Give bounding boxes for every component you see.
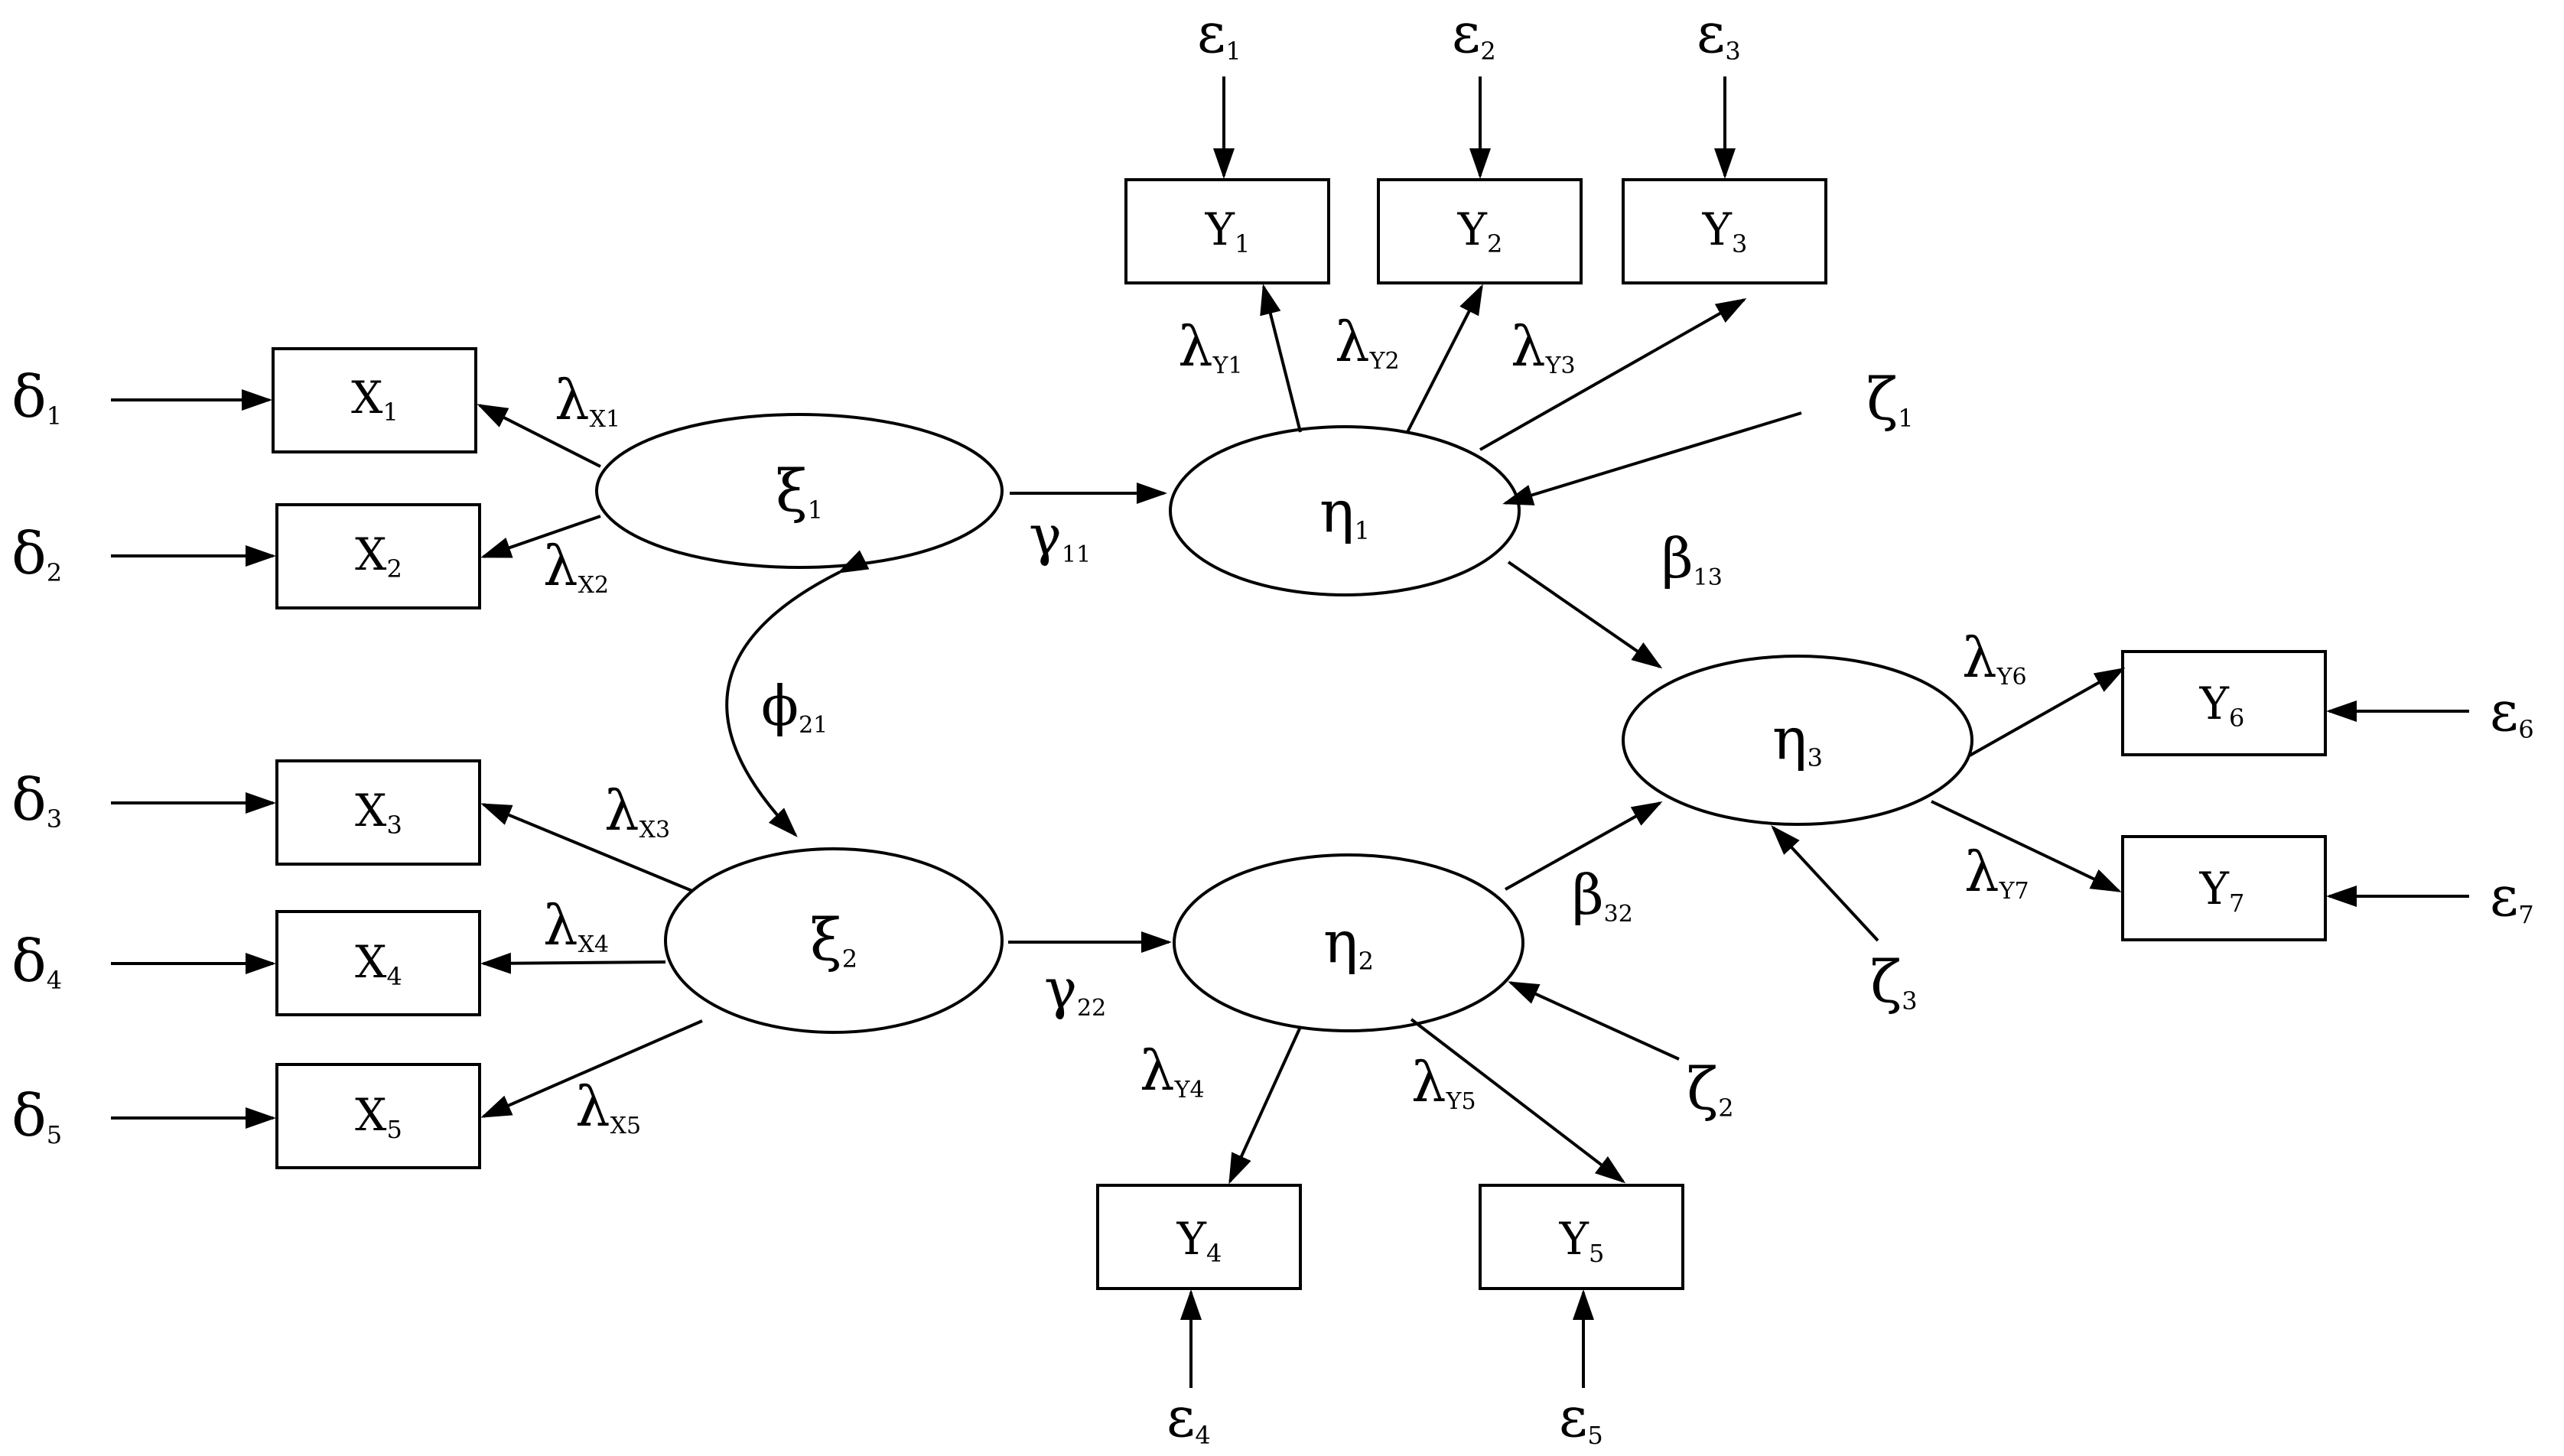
b32-arrow (1505, 801, 1663, 891)
ly5-arrow (1410, 1018, 1626, 1184)
ly4-arrow (1228, 1026, 1302, 1185)
delta1-label: δ1 (11, 362, 62, 431)
eps7-label: ε7 (2490, 864, 2534, 929)
ly6-label: λY6 (1962, 626, 2027, 691)
ly2-arrow (1406, 284, 1483, 433)
ly6-arrow (1969, 668, 2126, 757)
eps5-label: ε5 (1559, 1385, 1603, 1450)
lx3-arrow (480, 803, 693, 892)
lx5-arrow (480, 1019, 703, 1118)
eta1-ellipse (1169, 425, 1521, 596)
x1-box (272, 347, 477, 453)
y5-label: Y5 (1559, 1213, 1605, 1268)
y6-box (2121, 650, 2327, 756)
eta3-label: η3 (1772, 704, 1823, 772)
ly7-arrow (1931, 800, 2122, 892)
zeta1-arrow (1502, 411, 1802, 505)
b13-arrow (1507, 561, 1663, 669)
delta5-label: δ5 (11, 1081, 62, 1149)
y4-box (1096, 1184, 1302, 1290)
y7-label: Y7 (2199, 863, 2245, 918)
lx3-label: λX3 (604, 778, 670, 843)
y5-box (1479, 1184, 1684, 1290)
eta2-label: η2 (1323, 908, 1374, 976)
y2-label: Y2 (1457, 203, 1503, 258)
ly2-label: λY2 (1335, 310, 1400, 375)
g22-label: γ22 (1044, 957, 1106, 1022)
y4-label: Y4 (1176, 1213, 1222, 1268)
eps4-label: ε4 (1166, 1385, 1211, 1450)
x3-box (275, 759, 481, 866)
xi2-label: ξ2 (810, 905, 857, 973)
lx1-arrow (477, 404, 601, 468)
zeta2-arrow (1508, 981, 1680, 1061)
ly1-arrow (1260, 284, 1302, 433)
y3-label: Y3 (1702, 203, 1748, 258)
eps6-label: ε6 (2490, 679, 2534, 744)
y2-box (1377, 178, 1583, 284)
b13-label: β13 (1661, 526, 1723, 591)
b32-label: β32 (1572, 863, 1633, 928)
x4-box (275, 910, 481, 1016)
eps2-label: ε2 (1452, 1, 1496, 66)
zeta1-label: ζ1 (1866, 365, 1914, 433)
phi21-label: ϕ21 (761, 674, 828, 739)
phi21-curve (725, 550, 870, 837)
y3-box (1622, 178, 1827, 284)
lx5-label: λX5 (575, 1074, 641, 1139)
x4-label: X4 (355, 936, 402, 991)
eta1-label: η1 (1319, 477, 1370, 545)
x1-label: X1 (351, 372, 399, 427)
lx2-arrow (480, 515, 601, 558)
eps3-label: ε3 (1697, 1, 1741, 66)
y1-box (1124, 178, 1330, 284)
zeta2-label: ζ2 (1687, 1055, 1734, 1123)
eta2-ellipse (1173, 853, 1524, 1032)
eps1-label: ε1 (1197, 1, 1241, 66)
lx4-label: λX4 (543, 893, 609, 958)
y6-label: Y6 (2199, 678, 2245, 733)
ly3-arrow (1479, 298, 1747, 451)
x3-label: X3 (355, 785, 402, 840)
lx2-label: λX2 (543, 534, 609, 599)
delta2-label: δ2 (11, 519, 62, 587)
delta3-label: δ3 (11, 765, 62, 834)
x5-box (275, 1063, 481, 1169)
x2-label: X2 (355, 528, 402, 583)
ly4-label: λY4 (1140, 1038, 1205, 1103)
eta3-ellipse (1622, 655, 1973, 826)
y1-label: Y1 (1205, 203, 1251, 258)
ly1-label: λY1 (1178, 314, 1243, 379)
ly7-label: λY7 (1964, 840, 2029, 905)
x5-label: X5 (355, 1089, 402, 1144)
zeta3-arrow (1771, 825, 1879, 942)
y7-box (2121, 835, 2327, 941)
xi1-label: ξ1 (776, 457, 823, 525)
delta4-label: δ4 (11, 927, 62, 995)
ly5-label: λY5 (1411, 1050, 1476, 1115)
lx4-arrow (480, 952, 666, 974)
ly3-label: λY3 (1511, 314, 1576, 379)
zeta3-label: ζ3 (1870, 947, 1918, 1016)
xi2-ellipse (664, 847, 1004, 1034)
x2-box (275, 503, 481, 609)
g11-label: γ11 (1029, 503, 1091, 568)
lx1-label: λX1 (555, 368, 620, 433)
